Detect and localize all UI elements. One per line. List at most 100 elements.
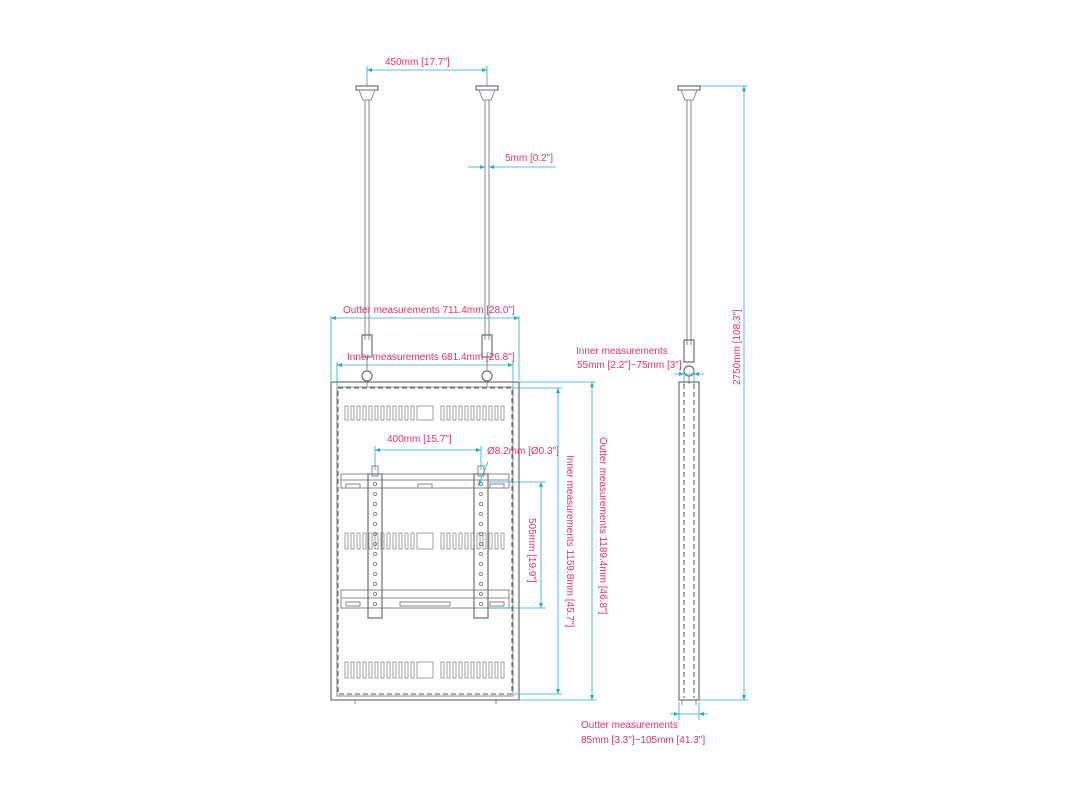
bracket-hole [478, 572, 483, 577]
vent-slot [458, 532, 463, 550]
vent-slot [356, 661, 361, 679]
vent-slot [440, 532, 445, 550]
bracket-hole [372, 542, 377, 547]
vent-center-block [416, 405, 434, 421]
mounting-rail-bottom [340, 589, 510, 609]
vent-slots-bottom [344, 661, 505, 679]
vent-slot [368, 661, 373, 679]
right-ceiling-mount [475, 85, 499, 340]
vent-slot [386, 532, 391, 550]
bracket-hole [478, 512, 483, 517]
vent-slot [470, 405, 475, 421]
vent-slot [482, 532, 487, 550]
vent-slot [470, 661, 475, 679]
vent-slot [374, 405, 379, 421]
dim-total-height [700, 85, 748, 701]
bracket-hole [372, 522, 377, 527]
dim-vesa-width [374, 446, 482, 470]
vent-slot [398, 532, 403, 550]
vent-slot [410, 661, 415, 679]
vent-slot [446, 532, 451, 550]
vent-slot [464, 405, 469, 421]
vent-slot [476, 661, 481, 679]
outer-height-label: Outter measurements 1189.4mm [46.8"] [597, 437, 608, 615]
bracket-hole [478, 501, 483, 506]
vent-slot [482, 661, 487, 679]
dim-side-inner [674, 370, 704, 384]
vent-slot [494, 661, 499, 679]
vent-slot [458, 661, 463, 679]
enclosure-front [330, 381, 520, 704]
vent-slot [398, 405, 403, 421]
vent-slot [500, 532, 505, 550]
bracket-hole [478, 562, 483, 567]
bracket-hole [372, 582, 377, 587]
vent-slot [350, 405, 355, 421]
bracket-hole [372, 592, 377, 597]
vent-slot [344, 661, 349, 679]
vent-slot [404, 661, 409, 679]
bracket-holes [372, 481, 483, 607]
bracket-hole [372, 532, 377, 537]
vent-slot [362, 405, 367, 421]
vent-slot [410, 405, 415, 421]
dim-inner-width [336, 362, 514, 386]
vent-slot [452, 532, 457, 550]
dim-side-outer [670, 702, 708, 720]
inner-height-label: Inner measurements 1159.8mm [45.7"] [564, 455, 575, 628]
left-hanging-pole-lower [361, 334, 373, 386]
dim-pole-diameter [468, 165, 556, 169]
left-ceiling-mount [355, 85, 379, 340]
vent-slot [476, 405, 481, 421]
vent-slot [446, 405, 451, 421]
bracket-hole [372, 572, 377, 577]
bracket-hole [372, 512, 377, 517]
inner-width-label: Inner measurements 681.4mm [26.8"] [347, 352, 515, 363]
vent-slot [452, 405, 457, 421]
bracket-hole [478, 552, 483, 557]
bracket-hole [478, 582, 483, 587]
vent-slot [368, 405, 373, 421]
side-inner-value: 55mm [2.2"]~75mm [3"] [577, 360, 682, 371]
pole-spacing-label: 450mm [17.7"] [385, 57, 450, 68]
vent-slot [350, 532, 355, 550]
vesa-height-label: 505mm [19.9"] [526, 518, 537, 583]
bracket-hole [372, 481, 377, 486]
vent-slot [500, 661, 505, 679]
vent-slot [380, 405, 385, 421]
pole-diameter-label: 5mm [0.2"] [505, 153, 554, 164]
vent-slot [464, 661, 469, 679]
vent-slot [404, 532, 409, 550]
vent-slot [488, 405, 493, 421]
vent-slot [440, 405, 445, 421]
side-inner-title: Inner measurements [576, 346, 668, 357]
vent-slot [410, 532, 415, 550]
bracket-hole [372, 552, 377, 557]
enclosure-side [678, 381, 700, 705]
vent-center-block [416, 661, 434, 679]
vent-slot [446, 661, 451, 679]
vent-slot [464, 532, 469, 550]
dim-outer-height [520, 381, 596, 701]
bracket-hole [478, 542, 483, 547]
vent-slot [494, 532, 499, 550]
bracket-hole [478, 602, 483, 607]
vent-slot [392, 405, 397, 421]
vesa-width-label: 400mm [15.7"] [387, 434, 452, 445]
dim-vesa-height [488, 481, 546, 609]
vent-slot [488, 661, 493, 679]
outer-width-label: Outter measurements 711.4mm [28.0"] [343, 305, 515, 316]
mounting-rail-top [340, 473, 510, 489]
dim-pole-spacing [366, 66, 488, 86]
vent-slot [374, 661, 379, 679]
vent-slot [494, 405, 499, 421]
bracket-hole [372, 501, 377, 506]
bracket-hole [478, 491, 483, 496]
dim-inner-height [514, 387, 562, 695]
vent-slot [404, 405, 409, 421]
vent-slot [386, 661, 391, 679]
vent-slot [380, 661, 385, 679]
vent-slot [458, 405, 463, 421]
bracket-hole [478, 532, 483, 537]
